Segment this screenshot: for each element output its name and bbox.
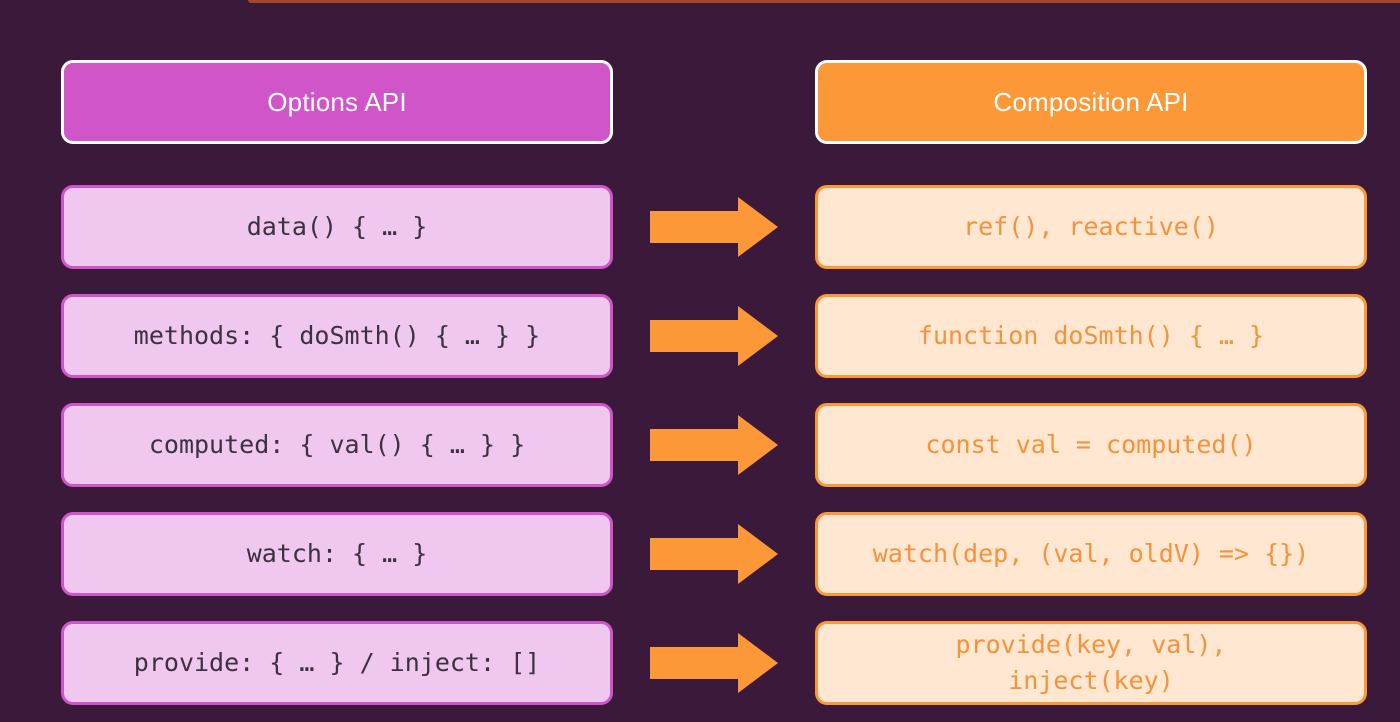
composition-item-label: provide(key, val), inject(key) <box>955 630 1227 695</box>
options-item-data: data() { … } <box>61 185 613 269</box>
options-item-methods: methods: { doSmth() { … } } <box>61 294 613 378</box>
options-item-watch: watch: { … } <box>61 512 613 596</box>
right-arrow-icon <box>650 197 778 257</box>
options-item-label: methods: { doSmth() { … } } <box>133 321 541 350</box>
options-item-label: computed: { val() { … } } <box>148 430 526 459</box>
options-item-label: data() { … } <box>246 212 428 241</box>
options-item-label: provide: { … } / inject: [] <box>133 648 541 677</box>
right-arrow-icon <box>650 415 778 475</box>
composition-item-label: const val = computed() <box>925 430 1257 459</box>
composition-item-function: function doSmth() { … } <box>815 294 1367 378</box>
composition-item-label: function doSmth() { … } <box>917 321 1265 350</box>
composition-item-label: ref(), reactive() <box>963 212 1219 241</box>
composition-item-watch: watch(dep, (val, oldV) => {}) <box>815 512 1367 596</box>
composition-item-provide-inject: provide(key, val), inject(key) <box>815 621 1367 705</box>
composition-api-title: Composition API <box>993 86 1189 117</box>
right-arrow-icon <box>650 306 778 366</box>
options-item-provide-inject: provide: { … } / inject: [] <box>61 621 613 705</box>
composition-item-ref-reactive: ref(), reactive() <box>815 185 1367 269</box>
top-accent-strip <box>248 0 1400 3</box>
composition-item-label: watch(dep, (val, oldV) => {}) <box>872 539 1310 568</box>
options-item-computed: computed: { val() { … } } <box>61 403 613 487</box>
options-api-title: Options API <box>267 86 407 117</box>
right-arrow-icon <box>650 524 778 584</box>
composition-api-header: Composition API <box>815 60 1367 144</box>
options-api-header: Options API <box>61 60 613 144</box>
options-item-label: watch: { … } <box>246 539 428 568</box>
right-arrow-icon <box>650 633 778 693</box>
composition-item-computed: const val = computed() <box>815 403 1367 487</box>
